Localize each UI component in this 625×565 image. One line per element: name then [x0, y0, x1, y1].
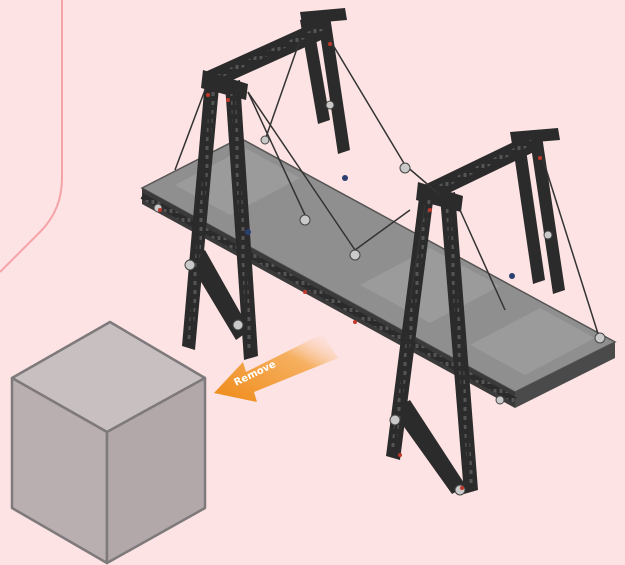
panel-border — [0, 0, 62, 272]
cube-icon — [12, 322, 205, 563]
remove-arrow-icon[interactable]: Remove — [214, 334, 338, 402]
bridge-model-icon — [142, 8, 615, 495]
